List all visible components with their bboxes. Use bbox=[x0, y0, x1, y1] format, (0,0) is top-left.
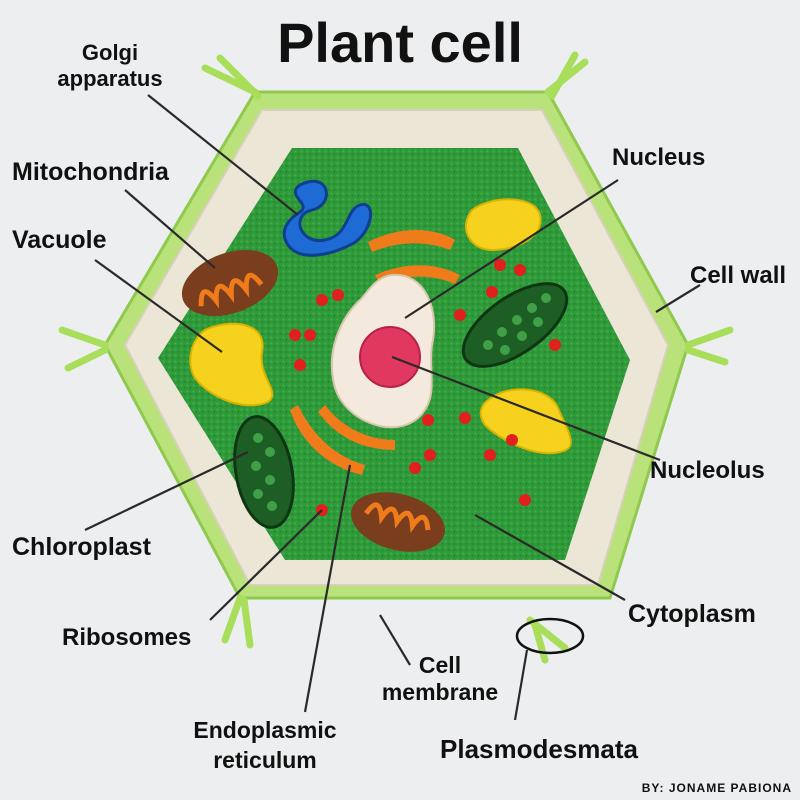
label-chloroplast: Chloroplast bbox=[12, 533, 152, 561]
label-nucleolus: Nucleolus bbox=[650, 457, 765, 484]
page-title: Plant cell bbox=[277, 11, 523, 74]
vacuole-top-right bbox=[465, 198, 542, 252]
label-vacuole: Vacuole bbox=[12, 226, 107, 254]
chloroplast-left bbox=[233, 415, 295, 529]
plasmodesmata-highlight bbox=[515, 617, 585, 655]
label-ribosomes: Ribosomes bbox=[62, 624, 191, 651]
endoplasmic-reticulum bbox=[290, 230, 460, 475]
label-plasmodesmata: Plasmodesmata bbox=[440, 734, 639, 764]
label-er-line1: Endoplasmic bbox=[193, 717, 336, 743]
nucleolus bbox=[359, 326, 421, 388]
label-er-line2: reticulum bbox=[213, 747, 317, 773]
mitochondrion-upper bbox=[181, 250, 279, 316]
label-cell-membrane-line1: Cell bbox=[419, 652, 461, 678]
label-golgi-line1: Golgi bbox=[82, 40, 138, 65]
label-cytoplasm: Cytoplasm bbox=[628, 600, 756, 628]
leader-lines bbox=[84, 94, 701, 721]
credit-text: BY: JONAME PABIONA bbox=[642, 781, 792, 795]
mitochondrion-lower bbox=[351, 492, 445, 552]
label-cell-wall: Cell wall bbox=[690, 262, 786, 289]
golgi-apparatus bbox=[282, 179, 372, 257]
plasmodesmata-spikes bbox=[58, 51, 734, 664]
chloroplast-right bbox=[461, 282, 569, 368]
label-golgi-line2: apparatus bbox=[57, 66, 162, 91]
label-cell-membrane-line2: membrane bbox=[382, 679, 498, 705]
label-nucleus: Nucleus bbox=[612, 144, 705, 171]
vacuole-bottom-right bbox=[479, 388, 572, 455]
label-mitochondria: Mitochondria bbox=[12, 158, 170, 186]
